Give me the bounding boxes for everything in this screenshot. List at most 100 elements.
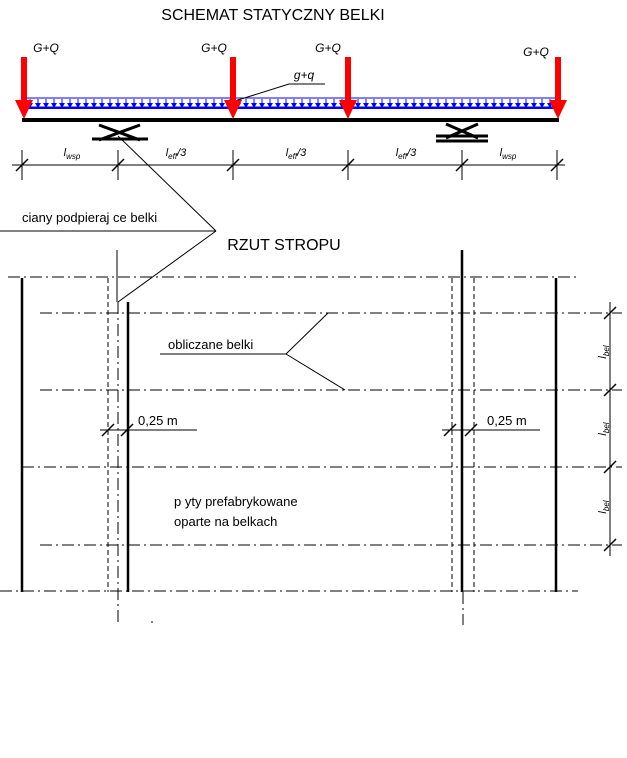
bay-label: lbel xyxy=(597,500,611,513)
point-load-arrow xyxy=(549,57,567,119)
distributed-load-arrow-head xyxy=(115,103,121,108)
distributed-load-arrow-head xyxy=(139,103,145,108)
distributed-load-arrow-head xyxy=(363,103,369,108)
distributed-load-arrow-head xyxy=(75,103,81,108)
distributed-load-arrows xyxy=(27,99,553,108)
distributed-load-arrow-head xyxy=(83,103,89,108)
distributed-load-arrow-head xyxy=(163,103,169,108)
distributed-load-arrow-head xyxy=(515,103,521,108)
point-load-arrow xyxy=(339,57,357,119)
distributed-load-arrow-head xyxy=(51,103,57,108)
distributed-load-arrow-head xyxy=(427,103,433,108)
distributed-load-arrow-head xyxy=(523,103,529,108)
distributed-load-arrow-head xyxy=(155,103,161,108)
offset-dimension-left xyxy=(100,423,197,437)
support-pinned xyxy=(92,123,148,142)
distributed-load-arrow-head xyxy=(99,103,105,108)
distributed-load-arrow-head xyxy=(507,103,513,108)
distributed-load-arrow-head xyxy=(179,103,185,108)
span-tick xyxy=(550,158,564,172)
plan-title: RZUT STROPU xyxy=(227,237,340,254)
distributed-load-arrow-head xyxy=(403,103,409,108)
point-load-label: G+Q xyxy=(201,41,227,55)
distributed-load-arrow-head xyxy=(35,103,41,108)
bay-dimension-tick xyxy=(603,383,617,397)
distributed-load xyxy=(23,97,560,109)
offset-label-right: 0,25 m xyxy=(487,413,527,428)
walls-label: ciany podpieraj ce belki xyxy=(22,210,157,225)
distributed-load-arrow-head xyxy=(219,103,225,108)
bay-label: lbel xyxy=(597,345,611,358)
distributed-load-arrow-head xyxy=(267,103,273,108)
distributed-load-arrow-head xyxy=(43,103,49,108)
span-dimension-line xyxy=(12,150,565,180)
distributed-load-arrow-head xyxy=(459,103,465,108)
distributed-load-arrow-head xyxy=(475,103,481,108)
distributed-load-arrow-head xyxy=(131,103,137,108)
distributed-load-arrow-head xyxy=(211,103,217,108)
distributed-load-arrow-head xyxy=(91,103,97,108)
distributed-load-arrow-head xyxy=(123,103,129,108)
distributed-load-arrow-head xyxy=(147,103,153,108)
distributed-load-arrow-head xyxy=(491,103,497,108)
span-label: lwsp xyxy=(64,147,81,161)
point-load-arrow xyxy=(224,57,242,119)
span-label: lwsp xyxy=(500,147,517,161)
distributed-load-arrow-head xyxy=(411,103,417,108)
distributed-load-arrow-head xyxy=(195,103,201,108)
distributed-load-arrow-head xyxy=(107,103,113,108)
span-label: leff/3 xyxy=(166,147,187,161)
point-load-label: G+Q xyxy=(523,45,549,59)
distributed-load-arrow-head xyxy=(531,103,537,108)
span-label: leff/3 xyxy=(396,147,417,161)
distributed-load-arrow-head xyxy=(171,103,177,108)
distributed-load-arrow-head xyxy=(499,103,505,108)
beams-label: obliczane belki xyxy=(168,337,253,352)
walls-leader-section xyxy=(117,135,217,232)
distributed-load-arrow-head xyxy=(187,103,193,108)
point-load-arrow xyxy=(15,57,33,119)
point-loads xyxy=(15,57,567,119)
walls-leader-plan xyxy=(117,230,217,303)
point-load-label: G+Q xyxy=(33,41,59,55)
span-tick xyxy=(226,158,240,172)
support-roller xyxy=(436,122,488,143)
distributed-load-arrow-head xyxy=(467,103,473,108)
span-tick xyxy=(341,158,355,172)
distributed-load-arrow-head xyxy=(355,103,361,108)
bay-dimension-tick xyxy=(603,538,617,552)
point-load-label: G+Q xyxy=(315,41,341,55)
floor-plan: 0,25 m 0,25 m obliczane belki p yty pref… xyxy=(0,250,622,625)
offset-dimension-right xyxy=(442,423,540,437)
distributed-load-arrow-head xyxy=(419,103,425,108)
distributed-load-arrow-head xyxy=(307,103,313,108)
span-labels: lwsp leff/3 leff/3 leff/3 lwsp xyxy=(64,147,517,161)
distributed-load-arrow-head xyxy=(331,103,337,108)
slabs-label-line2: oparte na belkach xyxy=(174,514,277,529)
distributed-load-arrow-head xyxy=(275,103,281,108)
distributed-load-arrow-head xyxy=(251,103,257,108)
distributed-load-arrow-head xyxy=(291,103,297,108)
bay-dimension-tick xyxy=(603,460,617,474)
distributed-load-label: g+q xyxy=(294,68,315,82)
distributed-load-arrow-head xyxy=(59,103,65,108)
span-tick xyxy=(15,158,29,172)
span-tick xyxy=(111,158,125,172)
distributed-load-arrow-head xyxy=(283,103,289,108)
distributed-load-arrow-head xyxy=(259,103,265,108)
distributed-load-arrow-head xyxy=(379,103,385,108)
distributed-load-arrow-head xyxy=(435,103,441,108)
distributed-load-arrow-head xyxy=(539,103,545,108)
distributed-load-arrow-head xyxy=(67,103,73,108)
distributed-load-arrow-head xyxy=(371,103,377,108)
distributed-load-arrow-head xyxy=(203,103,209,108)
distributed-load-arrow-head xyxy=(483,103,489,108)
span-label: leff/3 xyxy=(286,147,307,161)
distributed-load-leader xyxy=(237,83,325,101)
distributed-load-arrow-head xyxy=(323,103,329,108)
span-tick xyxy=(455,158,469,172)
distributed-load-arrow-head xyxy=(443,103,449,108)
beams-leader-lower xyxy=(285,353,346,391)
